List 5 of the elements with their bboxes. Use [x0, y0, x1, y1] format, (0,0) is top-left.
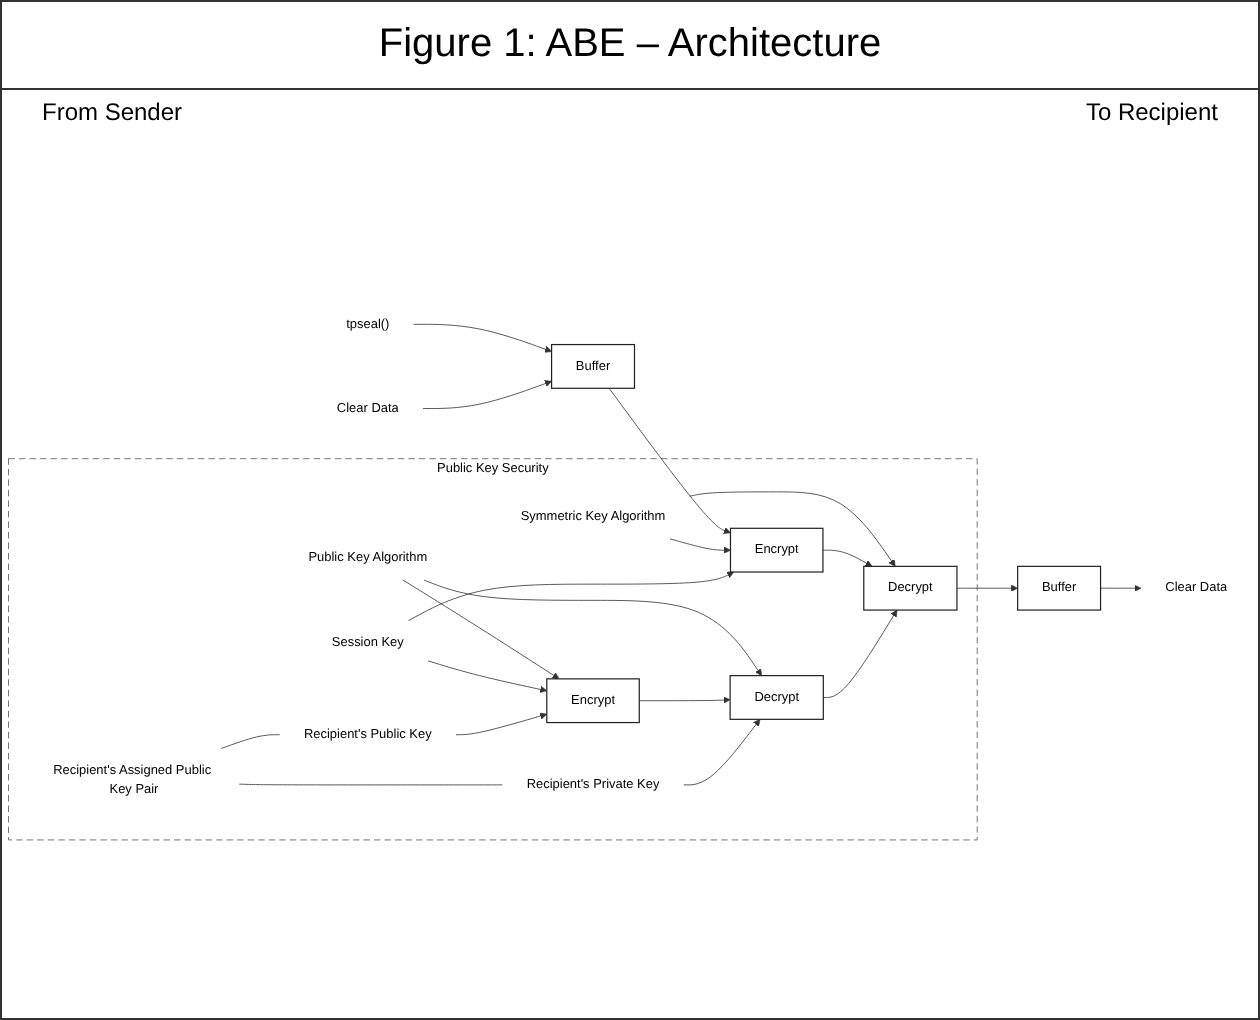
connector	[238, 784, 503, 787]
connector	[220, 735, 281, 750]
figure-title: Figure 1: ABE – Architecture	[2, 2, 1258, 90]
flow-label: From Sender	[42, 98, 183, 126]
flow-label: To Recipient	[1085, 98, 1218, 126]
